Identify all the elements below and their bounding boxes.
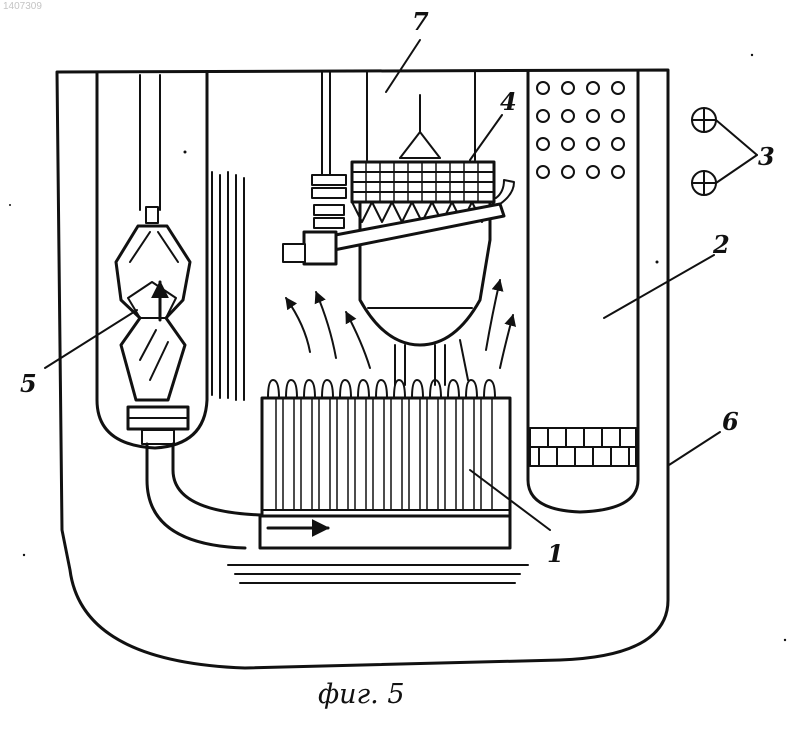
reactor-core [260,380,510,548]
shielding-strips [212,172,244,400]
label-7: 7 [412,7,429,36]
bottom-plates [228,565,528,583]
compartment-2 [528,72,638,512]
central-column [322,72,475,175]
figure-caption: фиг. 5 [318,679,405,710]
watermark: 1407309 [3,1,42,12]
label-6: 6 [722,407,739,436]
pump-well [97,72,262,548]
inlet-symbols [692,108,716,195]
label-2: 2 [712,230,730,259]
label-5: 5 [20,369,37,398]
label-1: 1 [547,539,564,568]
label-3: 3 [758,142,775,171]
label-4: 4 [500,87,517,116]
heat-exchanger [352,162,494,385]
